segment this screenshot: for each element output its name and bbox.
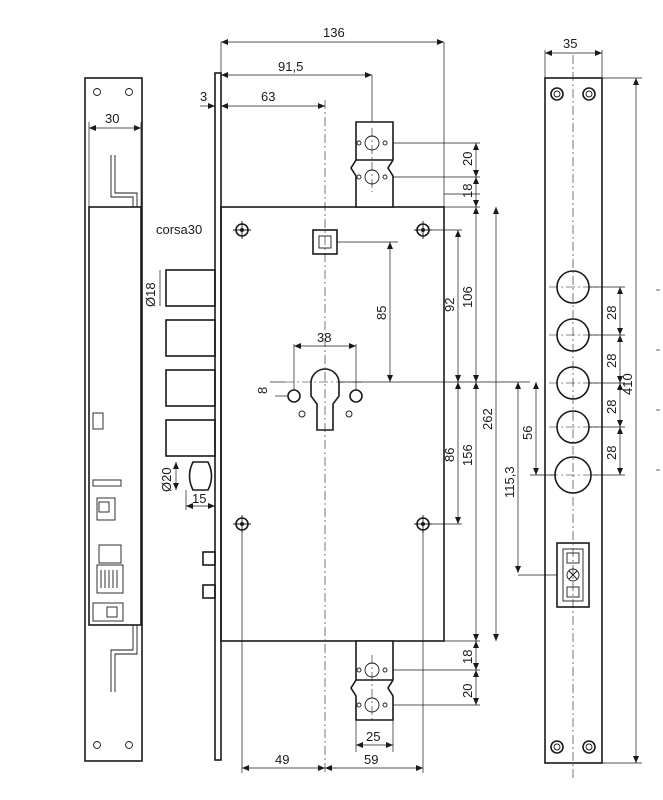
deadbolt — [165, 419, 216, 457]
dim-case-height: 262 — [480, 408, 495, 430]
mechanism-block — [96, 497, 116, 521]
mechanism-block — [92, 602, 124, 622]
dim-plate-width: 25 — [366, 729, 380, 744]
keeper-screw-icon — [550, 87, 596, 754]
dim-overall-width: 136 — [323, 25, 345, 40]
dim-screw-lower: 86 — [442, 448, 457, 462]
dim-bottom-plate-offset: 18 — [460, 650, 475, 664]
mechanism-block — [98, 544, 122, 564]
front-plate-view: 30 — [84, 77, 143, 762]
dim-bolt-pitch: 28 — [604, 400, 619, 414]
dim-screw-upper: 92 — [442, 298, 457, 312]
dim-cylinder-small: 8 — [255, 387, 270, 394]
dim-screw-right: 59 — [364, 752, 378, 767]
dim-bolt-pitch: 28 — [604, 306, 619, 320]
dim-case-lower: 156 — [460, 444, 475, 466]
dim-keeper-width: 35 — [563, 36, 577, 51]
dim-bottom-plate-holes: 20 — [460, 684, 475, 698]
keeper-plate-outline — [544, 77, 603, 764]
dim-bolt-pitch: 28 — [604, 354, 619, 368]
euro-cylinder-hole — [310, 368, 340, 431]
dim-faceplate-thickness: 3 — [200, 89, 207, 104]
aux-latch — [202, 584, 216, 599]
dim-cylinder-to-keeper: 115,3 — [502, 466, 517, 498]
case-side-profile — [88, 206, 142, 626]
dim-bolt-pitch: 28 — [604, 446, 619, 460]
keeper-side-view: 35 28 28 28 28 410 — [518, 36, 660, 780]
deadbolt — [165, 269, 216, 307]
lock-case — [220, 206, 445, 642]
mechanism-grid — [96, 564, 124, 594]
screw-hole-icon — [93, 88, 101, 96]
dim-handle-to-cylinder: 85 — [374, 306, 389, 320]
screw-hole-icon — [125, 741, 133, 749]
mechanism-bar — [92, 479, 122, 487]
deadbolt — [165, 319, 216, 357]
dim-cylinder-spacing: 38 — [317, 330, 331, 345]
faceplate-outline — [84, 77, 143, 762]
aux-latch — [202, 551, 216, 566]
dim-backset: 63 — [261, 89, 275, 104]
screw-hole-icon — [93, 741, 101, 749]
lock-body-view: 136 91,5 63 3 corsa30 Ø18 Ø20 15 38 8 85… — [143, 25, 539, 773]
dim-plate-offset: 91,5 — [278, 59, 303, 74]
upper-rod-inner — [114, 155, 138, 207]
dim-keeper-height: 410 — [620, 373, 635, 395]
screw-hole-icon — [125, 88, 133, 96]
mechanism-detail — [106, 606, 118, 618]
upper-rod — [110, 155, 134, 207]
case-screw-icon — [235, 223, 430, 531]
dim-case-upper: 106 — [460, 286, 475, 308]
mechanism-detail — [98, 501, 110, 513]
dim-front-width: 30 — [105, 111, 119, 126]
lower-rod-inner — [114, 625, 138, 692]
lower-rod — [110, 625, 134, 692]
dim-latch-diameter: Ø20 — [159, 467, 174, 492]
mechanism-block — [92, 412, 104, 430]
latch-bolt — [188, 461, 213, 491]
dim-latch-offset: 15 — [192, 491, 206, 506]
faceplate-strip — [214, 72, 222, 761]
dim-top-plate-offset: 18 — [460, 184, 475, 198]
dim-top-plate-holes: 20 — [460, 152, 475, 166]
dim-cylinder-to-latch: 56 — [520, 426, 535, 440]
dim-bolt-diameter: Ø18 — [143, 282, 158, 307]
cross-marker-icon — [566, 568, 580, 582]
dim-screw-left: 49 — [275, 752, 289, 767]
deadbolt — [165, 369, 216, 407]
label-bolt-throw: corsa30 — [156, 222, 202, 237]
